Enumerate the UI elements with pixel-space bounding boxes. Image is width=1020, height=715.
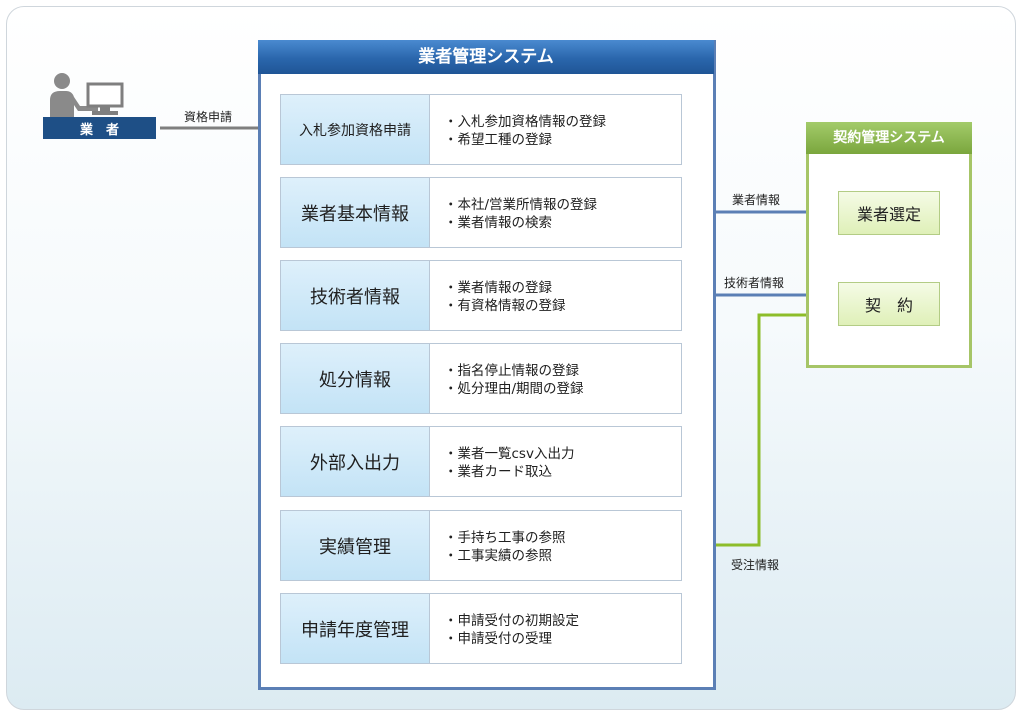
module-item: ・業者情報の検索 — [444, 215, 552, 231]
contract-management-system — [806, 122, 972, 368]
contract-box: 契 約 — [838, 282, 940, 326]
contract-management-system-title: 契約管理システム — [806, 122, 972, 154]
module-item: ・申請受付の初期設定 — [444, 613, 579, 629]
vendor-selection-box: 業者選定 — [838, 191, 940, 235]
module-item: ・本社/営業所情報の登録 — [444, 197, 598, 213]
module-description: ・手持ち工事の参照 ・工事実績の参照 — [430, 510, 682, 581]
module-item: ・手持ち工事の参照 — [444, 530, 566, 546]
module-name: 処分情報 — [280, 343, 430, 414]
vendor-info-label: 業者情報 — [732, 193, 781, 207]
module-name: 申請年度管理 — [280, 593, 430, 664]
module-row: 入札参加資格申請 ・入札参加資格情報の登録 ・希望工種の登録 — [280, 94, 682, 165]
module-item: ・業者一覧csv入出力 — [444, 446, 575, 462]
module-description: ・入札参加資格情報の登録 ・希望工種の登録 — [430, 94, 682, 165]
module-item: ・業者情報の登録 — [444, 280, 552, 296]
module-row: 実績管理 ・手持ち工事の参照 ・工事実績の参照 — [280, 510, 682, 581]
module-description: ・申請受付の初期設定 ・申請受付の受理 — [430, 593, 682, 664]
application-label: 資格申請 — [184, 110, 233, 124]
module-description: ・業者情報の登録 ・有資格情報の登録 — [430, 260, 682, 331]
module-item: ・工事実績の参照 — [444, 548, 552, 564]
module-description: ・本社/営業所情報の登録 ・業者情報の検索 — [430, 177, 682, 248]
module-name: 外部入出力 — [280, 426, 430, 497]
module-description: ・指名停止情報の登録 ・処分理由/期間の登録 — [430, 343, 682, 414]
person-at-computer-icon — [50, 73, 124, 118]
module-item: ・申請受付の受理 — [444, 631, 552, 647]
module-row: 技術者情報 ・業者情報の登録 ・有資格情報の登録 — [280, 260, 682, 331]
module-name: 技術者情報 — [280, 260, 430, 331]
vendor-management-system-title: 業者管理システム — [258, 40, 714, 74]
module-row: 処分情報 ・指名停止情報の登録 ・処分理由/期間の登録 — [280, 343, 682, 414]
module-item: ・業者カード取込 — [444, 464, 552, 480]
vendor-label: 業 者 — [43, 117, 156, 139]
module-item: ・入札参加資格情報の登録 — [444, 114, 606, 130]
module-name: 入札参加資格申請 — [280, 94, 430, 165]
module-item: ・処分理由/期間の登録 — [444, 381, 584, 397]
module-item: ・希望工種の登録 — [444, 132, 552, 148]
module-row: 外部入出力 ・業者一覧csv入出力 ・業者カード取込 — [280, 426, 682, 497]
order-info-label: 受注情報 — [731, 558, 780, 572]
module-row: 業者基本情報 ・本社/営業所情報の登録 ・業者情報の検索 — [280, 177, 682, 248]
module-row: 申請年度管理 ・申請受付の初期設定 ・申請受付の受理 — [280, 593, 682, 664]
order-info-arrow — [682, 313, 838, 557]
module-name: 業者基本情報 — [280, 177, 430, 248]
module-description: ・業者一覧csv入出力 ・業者カード取込 — [430, 426, 682, 497]
module-item: ・有資格情報の登録 — [444, 298, 566, 314]
module-name: 実績管理 — [280, 510, 430, 581]
engineer-info-label: 技術者情報 — [724, 276, 785, 290]
module-item: ・指名停止情報の登録 — [444, 363, 579, 379]
